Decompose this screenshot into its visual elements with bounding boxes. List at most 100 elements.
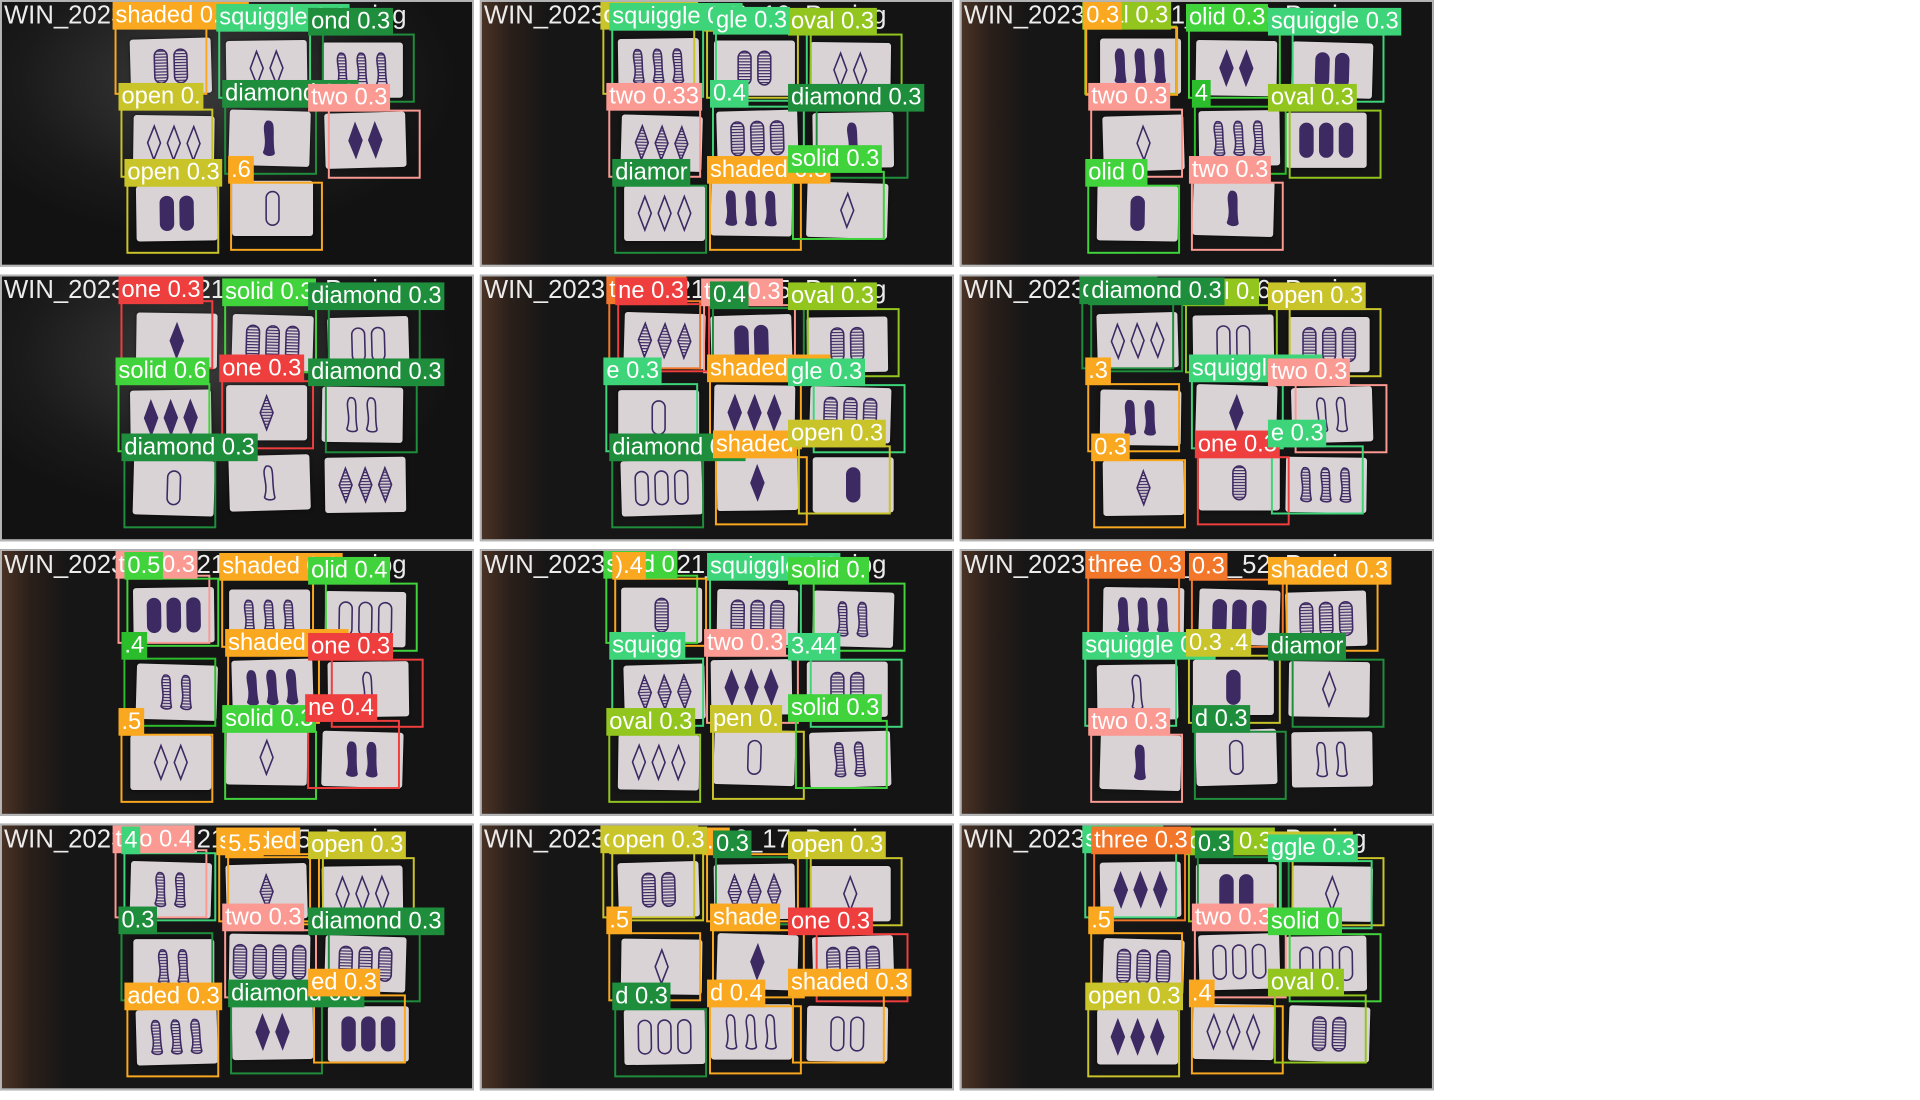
diamond-symbol-icon (727, 393, 782, 433)
detection-label: diamond 0.3 (308, 282, 445, 311)
detection-label: d 0.3 (612, 982, 671, 1011)
detection-label: diamond 0.3 (1088, 277, 1225, 306)
set-card (716, 454, 799, 512)
bounding-box (1273, 994, 1367, 1064)
detection-label: solid 0.3 (222, 705, 317, 733)
squiggle-symbol-icon (725, 1014, 777, 1050)
detection-label: shaded (712, 430, 797, 459)
bounding-box (1087, 383, 1181, 453)
oval-symbol-icon (1232, 465, 1247, 501)
oval-symbol-icon (341, 1016, 396, 1052)
detection-label: oval 0.3 (606, 708, 696, 736)
set-card (1096, 185, 1179, 242)
bounding-box (123, 657, 217, 727)
bounding-box (126, 577, 220, 647)
set-card (1102, 459, 1185, 517)
set-card (129, 37, 213, 95)
oval-symbol-icon (1130, 195, 1145, 231)
detection-label: squiggle 0.3 (1267, 7, 1402, 36)
squiggle-symbol-icon (154, 871, 187, 908)
squiggle-symbol-icon (1213, 120, 1266, 157)
detection-label: ne 0.3 (615, 277, 688, 306)
diamond-symbol-icon (259, 738, 274, 777)
bounding-box (1087, 1008, 1181, 1078)
set-card (1198, 110, 1281, 167)
detection-label: open 0.3 (1267, 282, 1367, 311)
bounding-box (230, 181, 323, 251)
set-card (1195, 39, 1278, 97)
detection-label: 0.3 (1188, 553, 1228, 581)
diamond-symbol-icon (338, 465, 393, 505)
bounding-box (324, 384, 418, 454)
detection-label: two 0.3 (1267, 358, 1351, 387)
detection-label: oval 0.3 (788, 7, 877, 36)
detection-label: three 0.3 (1085, 551, 1185, 579)
detection-label: d 0.4 (707, 979, 766, 1008)
detection-label: two 0.3 (1088, 708, 1171, 736)
squiggle-symbol-icon (157, 949, 190, 985)
oval-symbol-icon (1302, 327, 1357, 363)
detection-label: solid 0. (788, 556, 870, 585)
detection-label: gle 0.3 (712, 6, 791, 35)
set-card (716, 109, 799, 168)
detection-label: 0.3 .4 (1185, 629, 1252, 657)
detection-label: solid 0.3 (788, 145, 883, 173)
detection-label: open 0.3 (788, 419, 887, 448)
set-card (716, 933, 799, 991)
set-card (327, 1006, 409, 1062)
squiggle-symbol-icon (632, 48, 685, 85)
diamond-symbol-icon (259, 393, 274, 432)
set-card (135, 663, 219, 722)
bounding-box (123, 459, 217, 529)
oval-symbol-icon (245, 324, 300, 361)
set-card (617, 734, 700, 791)
detection-label: 4 (121, 826, 141, 855)
detection-label: diamor (612, 158, 691, 187)
diamond-symbol-icon (153, 743, 188, 782)
set-card (1096, 311, 1179, 370)
oval-symbol-icon (146, 597, 201, 634)
result-tile: WIN_20231210_21_17_52_Pro.jpgthree 0.30.… (959, 549, 1434, 816)
detection-label: 3.44 (788, 632, 841, 661)
detection-label: aded 0.3 (124, 982, 223, 1011)
set-card (1195, 384, 1278, 442)
detection-label: ed 0.3 (308, 968, 380, 997)
set-card (808, 730, 892, 789)
set-card (623, 311, 706, 370)
set-card (811, 590, 895, 648)
detection-label: pen 0. (710, 705, 782, 733)
oval-symbol-icon (746, 739, 762, 775)
set-card (620, 459, 703, 517)
detection-label: 0.3 (118, 906, 158, 935)
diamond-symbol-icon (169, 321, 185, 360)
detection-label: 0.5 (124, 552, 164, 580)
squiggle-symbol-icon (1117, 597, 1169, 634)
detection-label: 4 (1191, 79, 1212, 108)
diamond-symbol-icon (1110, 321, 1165, 361)
set-card (1198, 455, 1280, 511)
bounding-box (1291, 658, 1385, 728)
squiggle-symbol-icon (246, 669, 299, 706)
oval-symbol-icon (1226, 669, 1241, 705)
detection-label: three 0.3 (1091, 826, 1191, 855)
set-card (1285, 456, 1368, 514)
detection-label: e 0.3 (603, 357, 663, 386)
detection-label: d 0.3 (1191, 705, 1251, 733)
oval-symbol-icon (730, 120, 785, 157)
bounding-box (611, 459, 705, 529)
oval-symbol-icon (634, 469, 689, 506)
bounding-box (224, 730, 317, 800)
diamond-symbol-icon (1219, 49, 1254, 88)
squiggle-symbol-icon (1124, 399, 1156, 436)
diamond-symbol-icon (1321, 670, 1337, 709)
detection-label: oval 0.3 (1267, 83, 1357, 112)
squiggle-symbol-icon (346, 396, 378, 433)
bounding-box (614, 1008, 708, 1078)
bounding-box (126, 184, 220, 254)
detection-label: solid 0.3 (788, 694, 883, 722)
bounding-box (1190, 181, 1284, 251)
detection-label: two 0.3 (1088, 82, 1171, 111)
diamond-symbol-icon (637, 194, 692, 233)
